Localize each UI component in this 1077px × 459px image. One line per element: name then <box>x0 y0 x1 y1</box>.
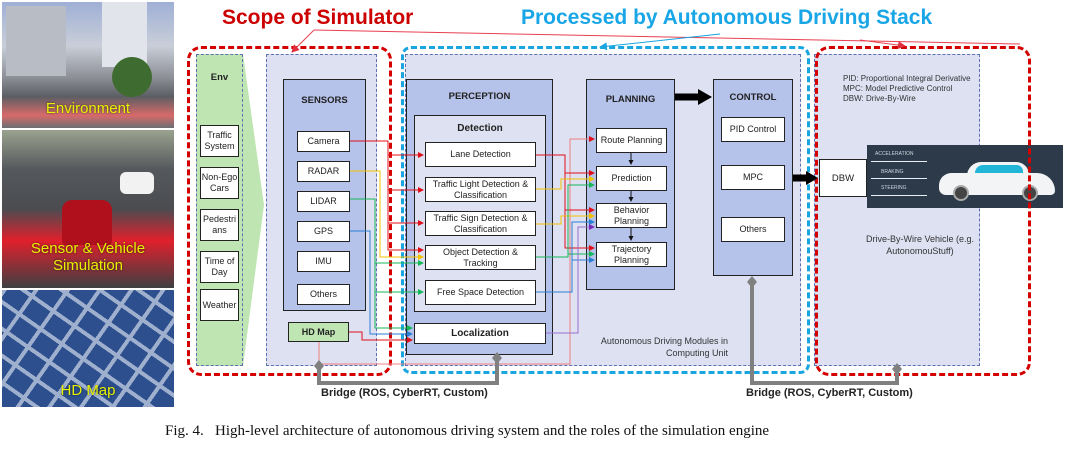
hd-map-photo: HD Map <box>2 290 174 407</box>
photo-label: Environment <box>45 100 131 117</box>
car-window-icon <box>975 165 1023 173</box>
env-time-of-day: Time of Day <box>200 251 239 283</box>
computing-unit-label: Autonomous Driving Modules in Computing … <box>600 336 728 358</box>
env-traffic-system: Traffic System <box>200 125 239 157</box>
abbrev-dbw: DBW: Drive-By-Wire <box>843 94 916 103</box>
trajectory-planning: Trajectory Planning <box>596 242 667 267</box>
signal-steering: STEERING <box>881 185 907 191</box>
ad-stack-scope <box>401 46 810 374</box>
pid-control: PID Control <box>721 117 785 142</box>
planning-title: PLANNING <box>605 94 656 105</box>
tree-shape <box>112 57 152 97</box>
simulator-scope-left <box>187 46 392 376</box>
signal-arrow <box>871 195 927 196</box>
car-shape <box>62 200 112 245</box>
figure-caption: Fig. 4. High-level architecture of auton… <box>165 423 770 439</box>
dbw-box: DBW <box>819 159 867 197</box>
photo-label: Sensor & Vehicle Simulation <box>30 240 146 274</box>
abbrev-mpc: MPC: Model Predictive Control <box>843 84 953 93</box>
sensor-simulation-photo: Sensor & Vehicle Simulation <box>2 130 174 288</box>
dbw-vehicle-label: Drive-By-Wire Vehicle (e.g. AutonomouStu… <box>865 234 975 256</box>
prediction: Prediction <box>596 166 667 191</box>
signal-arrow <box>871 161 927 162</box>
environment-photo: Environment <box>2 2 174 128</box>
behavior-planning: Behavior Planning <box>596 203 667 228</box>
perception-title: PERCEPTION <box>448 91 511 102</box>
env-non-ego-cars: Non-Ego Cars <box>200 167 239 199</box>
building-shape <box>102 2 147 67</box>
route-planning: Route Planning <box>596 128 667 153</box>
signal-acceleration: ACCELERATION <box>875 151 914 157</box>
signal-braking: BRAKING <box>881 169 904 175</box>
mpc: MPC <box>721 165 785 190</box>
env-title: Env <box>210 72 229 83</box>
car-shape <box>120 172 154 194</box>
bridge-label-right: Bridge (ROS, CyberRT, Custom) <box>746 387 913 399</box>
scope-pointer <box>313 29 1021 45</box>
env-pedestrians: Pedestrians <box>200 209 239 241</box>
building-shape <box>6 6 66 76</box>
photo-label: HD Map <box>60 382 116 399</box>
bridge-label-left: Bridge (ROS, CyberRT, Custom) <box>321 387 488 399</box>
sensors-title: SENSORS <box>301 95 348 106</box>
car-wheel-icon <box>953 185 969 201</box>
abbrev-pid: PID: Proportional Integral Derivative <box>843 74 971 83</box>
control-title: CONTROL <box>729 92 777 103</box>
signal-arrow <box>871 178 927 179</box>
env-weather: Weather <box>200 289 239 321</box>
control-others: Others <box>721 217 785 242</box>
processed-by-stack-title: Processed by Autonomous Driving Stack <box>521 6 933 29</box>
detection-title: Detection <box>457 123 503 134</box>
simulator-scope-right <box>815 46 1031 376</box>
scope-of-simulator-title: Scope of Simulator <box>222 6 414 29</box>
